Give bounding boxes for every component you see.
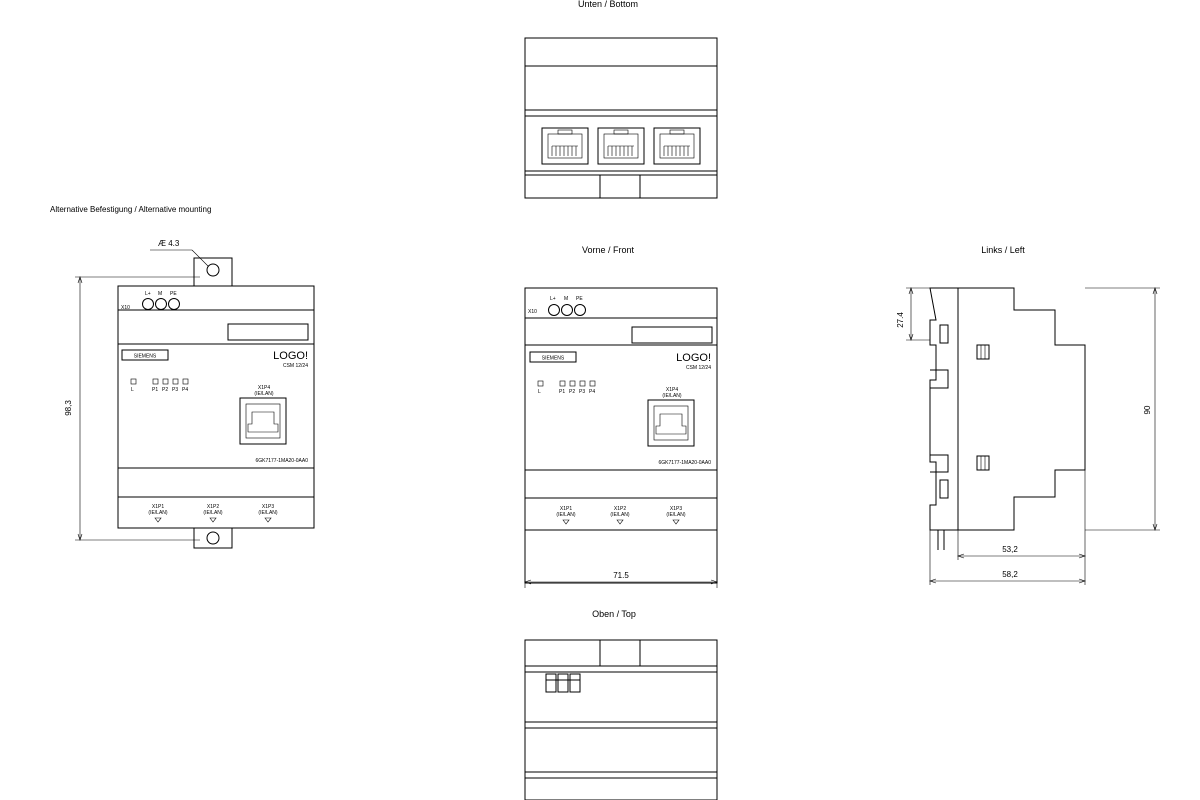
port-label: (IE/LAN) bbox=[556, 512, 576, 518]
dimension-hole: Æ 4.3 bbox=[158, 239, 180, 248]
front-view: X10 L+ M PE SIEMENS LOGO! CSM 12/24 L P1… bbox=[524, 287, 718, 588]
dimension-height: 90 bbox=[1143, 405, 1152, 414]
order-number: 6GK7177-1MA20-0AA0 bbox=[658, 460, 711, 466]
alt-mounting-view: X10 L+ M PE SIEMENS LOGO! CSM 12/24 L P1… bbox=[64, 239, 315, 549]
view-label-left: Links / Left bbox=[981, 245, 1025, 255]
dimension-height: 98,3 bbox=[64, 400, 73, 416]
terminal-label: M bbox=[564, 296, 568, 302]
variant-label: CSM 12/24 bbox=[283, 363, 308, 369]
led-label: P3 bbox=[172, 387, 178, 393]
port-label: X1P4 bbox=[258, 385, 270, 391]
brand-label: SIEMENS bbox=[542, 356, 565, 362]
port-label: (IE/LAN) bbox=[148, 510, 168, 516]
port-label: X1P2 bbox=[207, 504, 219, 510]
label-x10: X10 bbox=[121, 305, 130, 311]
port-label: X1P3 bbox=[262, 504, 274, 510]
view-label-top: Oben / Top bbox=[592, 609, 636, 619]
led-label: P3 bbox=[579, 389, 585, 395]
terminal-label: L+ bbox=[145, 291, 151, 297]
dimension-offset: 27.4 bbox=[896, 312, 905, 328]
terminal-label: M bbox=[158, 291, 162, 297]
led-label: P4 bbox=[182, 387, 188, 393]
port-label: X1P1 bbox=[152, 504, 164, 510]
model-label: LOGO! bbox=[676, 352, 711, 364]
bottom-view bbox=[524, 37, 718, 199]
rj45-port bbox=[541, 127, 589, 165]
led-label: P1 bbox=[152, 387, 158, 393]
left-side-view: 27.4 90 53,2 58,2 bbox=[896, 287, 1160, 585]
port-label: (IE/LAN) bbox=[203, 510, 223, 516]
port-label: X1P2 bbox=[614, 506, 626, 512]
led-label: L bbox=[131, 387, 134, 393]
led-label: P1 bbox=[559, 389, 565, 395]
view-label-bottom: Unten / Bottom bbox=[578, 0, 638, 9]
port-label: (IE/LAN) bbox=[610, 512, 630, 518]
led-label: L bbox=[538, 389, 541, 395]
order-number: 6GK7177-1MA20-0AA0 bbox=[255, 458, 308, 464]
port-label: X1P4 bbox=[666, 387, 678, 393]
top-view bbox=[524, 639, 718, 800]
port-label: (IE/LAN) bbox=[258, 510, 278, 516]
dimension-width: 71.5 bbox=[613, 571, 629, 580]
led-label: P2 bbox=[569, 389, 575, 395]
terminal-label: PE bbox=[576, 296, 583, 302]
label-x10: X10 bbox=[528, 309, 537, 315]
led-label: P4 bbox=[589, 389, 595, 395]
view-label-alt-mounting: Alternative Befestigung / Alternative mo… bbox=[50, 205, 211, 214]
model-label: LOGO! bbox=[273, 350, 308, 362]
rj45-port bbox=[597, 127, 645, 165]
view-label-front: Vorne / Front bbox=[582, 245, 635, 255]
terminal-label: PE bbox=[170, 291, 177, 297]
brand-label: SIEMENS bbox=[134, 354, 157, 360]
port-label: (IE/LAN) bbox=[666, 512, 686, 518]
port-label: (IE/LAN) bbox=[662, 393, 682, 399]
led-label: P2 bbox=[162, 387, 168, 393]
rj45-port bbox=[653, 127, 701, 165]
dimension-depth: 53,2 bbox=[1002, 545, 1018, 554]
variant-label: CSM 12/24 bbox=[686, 365, 711, 371]
port-label: X1P1 bbox=[560, 506, 572, 512]
port-label: (IE/LAN) bbox=[254, 391, 274, 397]
port-label: X1P3 bbox=[670, 506, 682, 512]
dimension-depth: 58,2 bbox=[1002, 570, 1018, 579]
terminal-label: L+ bbox=[550, 296, 556, 302]
